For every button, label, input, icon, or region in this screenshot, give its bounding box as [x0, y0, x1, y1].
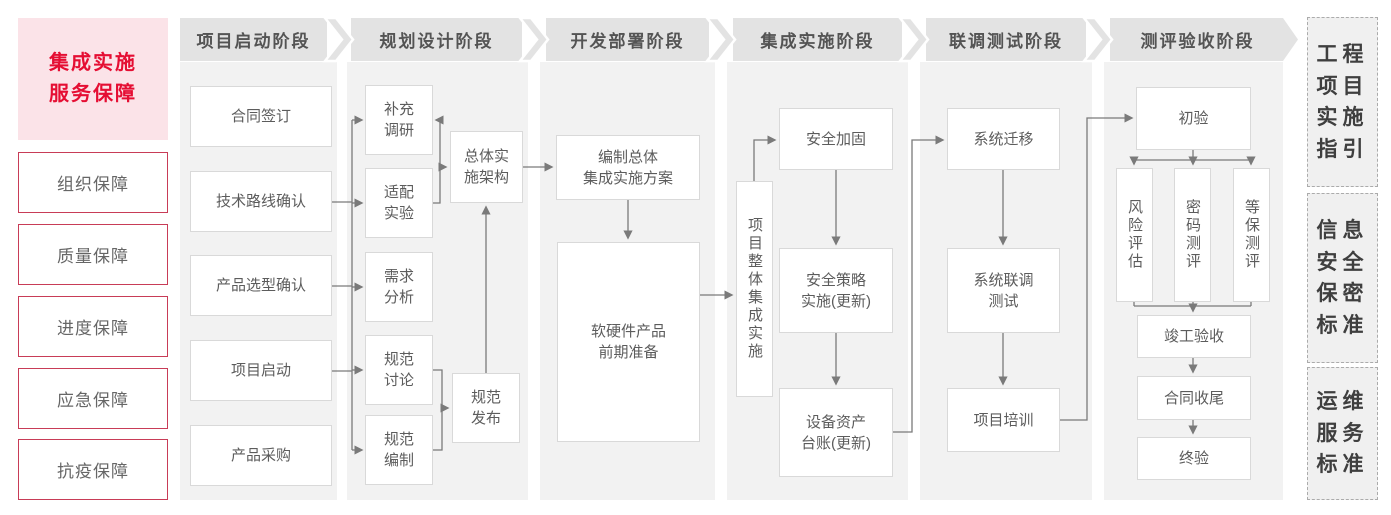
step-supplementary-research: 补充 调研	[365, 85, 433, 155]
step-requirement-analysis: 需求 分析	[365, 252, 433, 322]
step-spec-discussion: 规范 讨论	[365, 335, 433, 405]
sidebar-item-epidemic: 抗疫保障	[18, 439, 168, 500]
step-asset-ledger-update: 设备资产 台账(更新)	[779, 388, 893, 477]
standard-project-implementation-guide: 工程 项目 实施 指引	[1307, 17, 1378, 187]
standard-information-security: 信息 安全 保密 标准	[1307, 193, 1378, 363]
phase-header-joint-test: 联调测试阶段	[926, 18, 1086, 61]
step-initial-acceptance: 初验	[1136, 87, 1251, 150]
step-contract-closure: 合同收尾	[1137, 376, 1251, 420]
standard-ops-service: 运维 服务 标准	[1307, 367, 1378, 500]
step-spec-release: 规范 发布	[452, 373, 520, 443]
step-product-selection-confirm: 产品选型确认	[190, 255, 332, 316]
step-joint-debugging-test: 系统联调 测试	[947, 248, 1060, 333]
sidebar-item-organization: 组织保障	[18, 152, 168, 213]
step-overall-integration-plan: 编制总体 集成实施方案	[556, 135, 700, 200]
sidebar-item-emergency: 应急保障	[18, 368, 168, 429]
step-completion-acceptance: 竣工验收	[1137, 315, 1251, 358]
step-contract-signing: 合同签订	[190, 86, 332, 147]
step-system-migration: 系统迁移	[947, 108, 1060, 170]
step-classified-protection-evaluation: 等保测评	[1233, 168, 1270, 302]
step-project-kickoff: 项目启动	[190, 340, 332, 401]
step-hw-sw-preparation: 软硬件产品 前期准备	[557, 242, 700, 442]
phase-header-integration: 集成实施阶段	[733, 18, 902, 61]
phase-header-planning-design: 规划设计阶段	[351, 18, 522, 61]
sidebar-title: 集成实施 服务保障	[18, 18, 168, 140]
sidebar-item-quality: 质量保障	[18, 224, 168, 285]
step-risk-assessment: 风险评估	[1116, 168, 1153, 302]
step-crypto-evaluation: 密码测评	[1174, 168, 1211, 302]
sidebar-item-schedule: 进度保障	[18, 296, 168, 357]
step-security-hardening: 安全加固	[779, 108, 893, 170]
step-project-training: 项目培训	[947, 388, 1060, 452]
step-security-policy-implementation: 安全策略 实施(更新)	[779, 248, 893, 333]
step-overall-project-integration: 项目整体集成实施	[736, 181, 773, 397]
phase-header-kickoff: 项目启动阶段	[180, 18, 327, 61]
step-spec-drafting: 规范 编制	[365, 415, 433, 485]
step-overall-impl-architecture: 总体实 施架构	[450, 131, 523, 203]
step-adaptation-test: 适配 实验	[365, 168, 433, 238]
step-final-acceptance: 终验	[1137, 437, 1251, 480]
step-tech-route-confirm: 技术路线确认	[190, 171, 332, 232]
step-product-procurement: 产品采购	[190, 425, 332, 486]
phase-header-acceptance: 测评验收阶段	[1110, 18, 1298, 61]
phase-header-dev-deploy: 开发部署阶段	[546, 18, 709, 61]
